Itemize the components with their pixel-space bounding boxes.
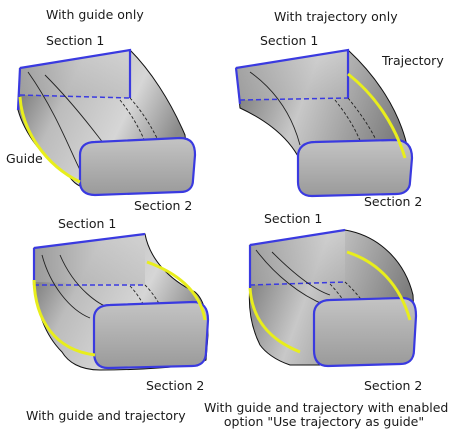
section-1-edge-left: [16, 67, 22, 111]
flow-line: [249, 71, 301, 146]
guide-curve: [32, 279, 96, 357]
section-1-edge: [235, 48, 350, 98]
panel-guide-and-trajectory-shape: [32, 232, 210, 371]
panel-trajectory-as-guide-shape: [248, 228, 418, 368]
panel-trajectory-only-shape: [234, 48, 414, 198]
loft-top-face: [250, 230, 345, 285]
flow-line-hidden: [129, 97, 176, 186]
section-1-edge-hidden: [19, 94, 131, 99]
panel-2-section-1-label: Section 1: [260, 33, 319, 48]
guide-curve: [18, 96, 81, 184]
panel-4-title: With guide and trajectory with enabled o…: [204, 400, 449, 430]
trajectory-curve: [146, 260, 207, 321]
panel-1-guide-label: Guide: [6, 151, 43, 166]
section-1-edge: [33, 232, 146, 250]
loft-top-face: [34, 234, 145, 285]
panel-3-section-2-label: Section 2: [146, 378, 205, 393]
section-2-face: [78, 136, 197, 197]
guide-curve: [248, 287, 301, 354]
section-1-edge-hidden: [239, 97, 349, 101]
flow-line: [27, 71, 81, 171]
section-2-face: [296, 138, 414, 198]
panel-4-section-1-label: Section 1: [264, 211, 323, 226]
section-1-edge: [249, 228, 346, 247]
panel-2-trajectory-label: Trajectory: [382, 53, 444, 68]
panel-1-section-1-label: Section 1: [46, 33, 105, 48]
section-2-face: [92, 300, 210, 370]
panel-3-title: With guide and trajectory: [26, 408, 186, 423]
panel-4-title-line-1: With guide and trajectory with enabled: [204, 400, 449, 415]
trajectory-curve: [347, 72, 407, 159]
panel-4-section-2-label: Section 2: [364, 378, 423, 393]
trajectory-curve: [346, 250, 412, 321]
panel-4-title-line-2: option "Use trajectory as guide": [223, 414, 425, 430]
panel-1-title: With guide only: [46, 7, 144, 22]
section-1-edge-left: [234, 67, 242, 105]
loft-top-face: [236, 50, 348, 100]
panel-2-section-2-label: Section 2: [364, 194, 423, 209]
section-1-edge: [19, 48, 132, 98]
flow-line: [41, 254, 91, 319]
flow-line: [255, 249, 326, 306]
panel-1-section-2-label: Section 2: [134, 198, 193, 213]
flow-line: [271, 251, 331, 296]
panel-2-title: With trajectory only: [274, 9, 398, 24]
section-2-face: [312, 296, 418, 368]
panel-3-section-1-label: Section 1: [58, 216, 117, 231]
loft-top-face: [20, 50, 130, 98]
panel-guide-only-shape: [16, 48, 197, 197]
